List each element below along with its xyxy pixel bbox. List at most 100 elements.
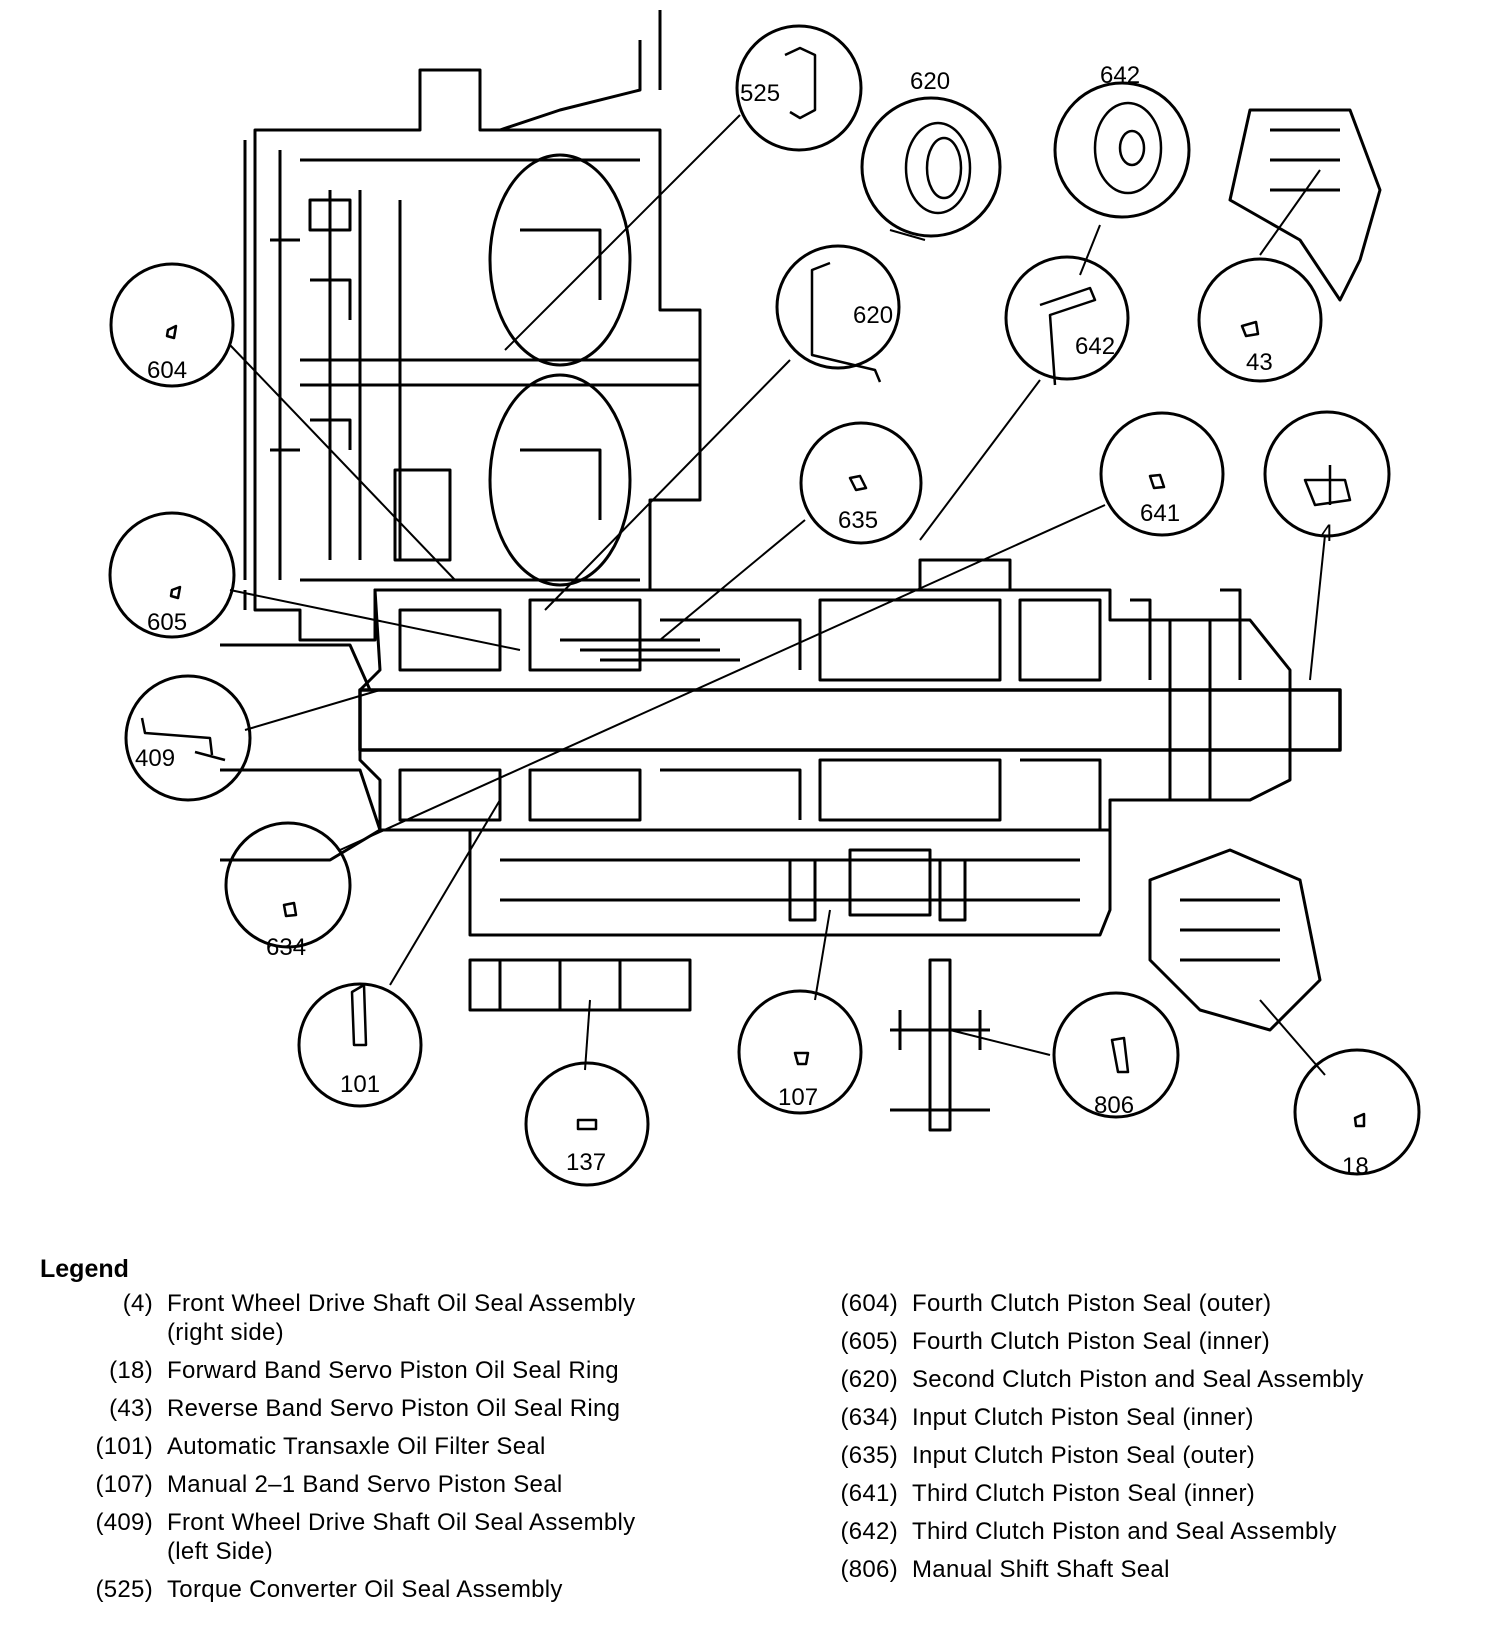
callout-604-label: 604 [147, 357, 187, 384]
seal-137-icon [576, 1118, 598, 1131]
seal-18-icon [1353, 1112, 1366, 1128]
legend-entry: (43) Reverse Band Servo Piston Oil Seal R… [60, 1394, 760, 1423]
legend-code: (620) [840, 1366, 898, 1393]
callout-635-circle [799, 421, 923, 545]
legend-entry: (806)Manual Shift Shaft Seal [820, 1555, 1490, 1584]
callout-525-label: 525 [740, 80, 780, 107]
seal-605-icon [169, 585, 182, 600]
callout-101-circle [297, 982, 423, 1108]
callout-620-circle [775, 244, 901, 370]
callout-107-label: 107 [778, 1084, 818, 1111]
legend-code: (107) [95, 1471, 153, 1498]
callout-409-circle [124, 674, 252, 802]
callout-circles [108, 24, 1421, 1187]
legend-description: Forward Band Servo Piston Oil Seal Ring [167, 1357, 619, 1384]
callout-101-label: 101 [340, 1071, 380, 1098]
legend-code: (642) [840, 1518, 898, 1545]
seal-525-sketch [784, 46, 817, 120]
transaxle-seal-diagram: 525 620 620 642 642 604 43 635 641 4 605… [108, 10, 1421, 1187]
detail-views [468, 108, 1382, 1132]
callout-641-label: 641 [1140, 500, 1180, 527]
legend-right-column: (604) Fourth Clutch Piston Seal (outer) (… [820, 1289, 1490, 1593]
legend-entry: (634)Input Clutch Piston Seal (inner) [820, 1403, 1490, 1432]
callout-806-circle [1052, 991, 1180, 1119]
legend-entry: (409) Front Wheel Drive Shaft Oil Seal As… [60, 1508, 760, 1566]
callout-18-label: 18 [1342, 1153, 1369, 1180]
callout-620-seal-circle [860, 96, 1002, 238]
legend-code: (605) [840, 1328, 898, 1355]
callout-107-circle [737, 989, 863, 1115]
legend-code: (641) [840, 1480, 898, 1507]
legend-entry: (4) Front Wheel Drive Shaft Oil Seal Asse… [60, 1289, 760, 1347]
legend-entry: (604) Fourth Clutch Piston Seal (outer) [820, 1289, 1490, 1318]
callout-642-circle [1004, 255, 1130, 381]
callout-137-label: 137 [566, 1149, 606, 1176]
callout-634-circle [224, 821, 352, 949]
callout-642-top-label: 642 [1100, 62, 1140, 89]
callout-43-label: 43 [1246, 349, 1273, 376]
callout-635-label: 635 [838, 507, 878, 534]
legend-description: Input Clutch Piston Seal (outer) [912, 1442, 1256, 1469]
oil-pan [468, 830, 1112, 937]
legend-code: (806) [840, 1556, 898, 1583]
callout-409-label: 409 [135, 745, 175, 772]
legend-entry: (101) Automatic Transaxle Oil Filter Seal [60, 1432, 760, 1461]
legend-title: Legend [40, 1255, 129, 1283]
legend-description: Fourth Clutch Piston Seal (inner) [912, 1328, 1271, 1355]
seal-4-sketch [1303, 465, 1352, 507]
callout-43-circle [1197, 257, 1323, 383]
seal-620-profile [810, 261, 882, 383]
seal-641-icon [1148, 473, 1166, 490]
legend-code: (604) [840, 1290, 898, 1317]
legend-description: Front Wheel Drive Shaft Oil Seal Assembl… [167, 1290, 636, 1346]
callout-605-circle [108, 511, 236, 639]
legend-description: Automatic Transaxle Oil Filter Seal [167, 1433, 546, 1460]
callout-641-circle [1099, 411, 1225, 537]
seal-642-profile [1039, 286, 1097, 386]
callout-18-circle [1293, 1048, 1421, 1176]
legend-code: (635) [840, 1442, 898, 1469]
legend-entry: (635) Input Clutch Piston Seal (outer) [820, 1441, 1490, 1470]
seal-43-icon [1240, 320, 1260, 338]
legend: Legend (4) Front Wheel Drive Shaft Oil Se… [0, 1255, 1504, 1635]
legend-description: Front Wheel Drive Shaft Oil Seal Assembl… [167, 1509, 636, 1565]
legend-description: Third Clutch Piston and Seal Assembly [912, 1518, 1337, 1545]
legend-description: Manual 2–1 Band Servo Piston Seal [167, 1471, 563, 1498]
legend-entry: (107) Manual 2–1 Band Servo Piston Seal [60, 1470, 760, 1499]
callout-4-circle [1263, 410, 1391, 538]
callout-604-circle [109, 262, 235, 388]
legend-code: (409) [95, 1509, 153, 1536]
callout-525-circle [735, 24, 863, 152]
seal-635-icon [848, 474, 868, 492]
legend-code: (4) [122, 1290, 153, 1317]
callout-137-circle [524, 1061, 650, 1187]
legend-entry: (605) Fourth Clutch Piston Seal (inner) [820, 1327, 1490, 1356]
legend-entry: (525)Torque Converter Oil Seal Assembly [60, 1575, 760, 1604]
seal-sketches [140, 46, 1366, 1131]
legend-entry: (641)Third Clutch Piston Seal (inner) [820, 1479, 1490, 1508]
callout-labels: 525 620 620 642 642 604 43 635 641 4 605… [135, 62, 1369, 1180]
callout-605-label: 605 [147, 609, 187, 636]
legend-description: Input Clutch Piston Seal (inner) [912, 1404, 1254, 1431]
callout-642-label: 642 [1075, 333, 1115, 360]
callout-642-seal-circle [1053, 81, 1191, 219]
legend-entry: (18)Forward Band Servo Piston Oil Seal R… [60, 1356, 760, 1385]
seal-634-icon [282, 901, 298, 918]
legend-code: (101) [95, 1433, 153, 1460]
seal-107-icon [793, 1051, 810, 1066]
callout-620-top-label: 620 [910, 68, 950, 95]
seal-620-ring [904, 121, 972, 215]
legend-code: (43) [109, 1395, 153, 1422]
transaxle-housing [243, 10, 702, 642]
seal-806-sketch [1110, 1036, 1130, 1074]
legend-description: Second Clutch Piston and Seal Assembly [912, 1366, 1364, 1393]
legend-entry: (642) Third Clutch Piston and Seal Assemb… [820, 1517, 1490, 1546]
legend-description: Fourth Clutch Piston Seal (outer) [912, 1290, 1272, 1317]
legend-left-column: (4) Front Wheel Drive Shaft Oil Seal Asse… [60, 1289, 760, 1613]
seal-409-sketch [140, 717, 226, 762]
legend-description: Reverse Band Servo Piston Oil Seal Ring [167, 1395, 621, 1422]
callout-634-label: 634 [266, 934, 306, 961]
callout-4-label: 4 [1320, 520, 1333, 547]
legend-code: (525) [95, 1576, 153, 1603]
callout-806-label: 806 [1094, 1092, 1134, 1119]
